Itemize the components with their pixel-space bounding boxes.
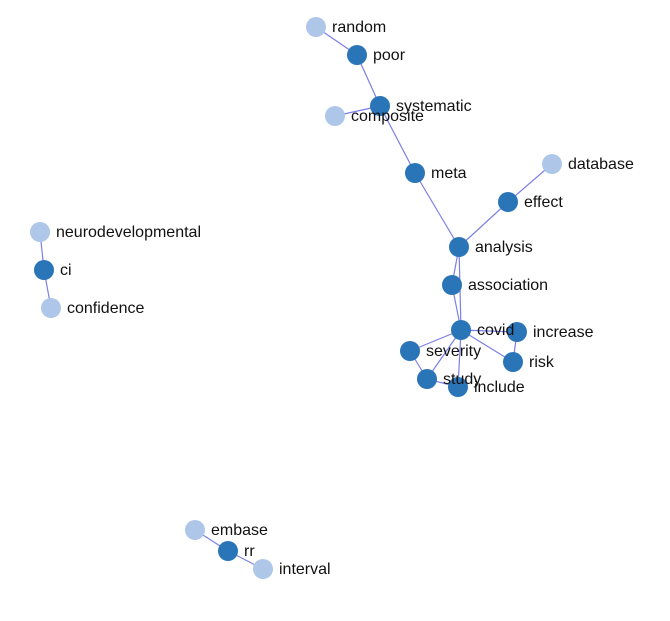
node-label-ci: ci (60, 262, 72, 279)
edge-effect-analysis (458, 201, 509, 248)
node-label-rr: rr (244, 543, 255, 560)
node-label-embase: embase (211, 522, 268, 539)
node-label-analysis: analysis (475, 239, 533, 256)
node-label-confidence: confidence (67, 300, 144, 317)
node-meta[interactable] (405, 163, 425, 183)
node-label-random: random (332, 19, 386, 36)
node-risk[interactable] (503, 352, 523, 372)
node-interval[interactable] (253, 559, 273, 579)
graph-edges (39, 26, 553, 570)
node-label-study: study (443, 371, 481, 388)
node-label-severity: severity (426, 343, 481, 360)
edge-meta-analysis (414, 172, 460, 248)
node-rr[interactable] (218, 541, 238, 561)
node-confidence[interactable] (41, 298, 61, 318)
node-ci[interactable] (34, 260, 54, 280)
node-label-meta: meta (431, 165, 467, 182)
node-database[interactable] (542, 154, 562, 174)
node-severity[interactable] (400, 341, 420, 361)
node-label-increase: increase (533, 324, 594, 341)
node-association[interactable] (442, 275, 462, 295)
node-increase[interactable] (507, 322, 527, 342)
edge-systematic-meta (379, 105, 416, 174)
node-label-include: include (474, 379, 525, 396)
node-composite[interactable] (325, 106, 345, 126)
node-neurodevelopmental[interactable] (30, 222, 50, 242)
node-label-composite: composite (351, 108, 424, 125)
node-label-database: database (568, 156, 634, 173)
node-analysis[interactable] (449, 237, 469, 257)
node-label-covid: covid (477, 322, 514, 339)
node-label-neurodevelopmental: neurodevelopmental (56, 224, 201, 241)
node-label-risk: risk (529, 354, 555, 371)
graph-nodes (30, 17, 562, 579)
node-label-effect: effect (524, 194, 563, 211)
node-label-interval: interval (279, 561, 331, 578)
node-random[interactable] (306, 17, 326, 37)
node-label-association: association (468, 277, 548, 294)
node-label-poor: poor (373, 47, 406, 64)
node-study[interactable] (417, 369, 437, 389)
node-label-systematic: systematic (396, 98, 472, 115)
node-poor[interactable] (347, 45, 367, 65)
edge-covid-risk (460, 329, 514, 363)
node-effect[interactable] (498, 192, 518, 212)
node-include[interactable] (448, 377, 468, 397)
node-systematic[interactable] (370, 96, 390, 116)
node-embase[interactable] (185, 520, 205, 540)
node-covid[interactable] (451, 320, 471, 340)
